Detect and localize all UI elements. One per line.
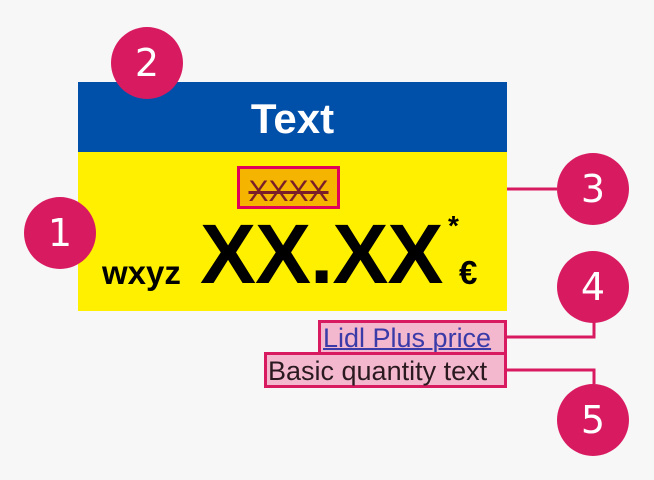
- main-price: XX.XX: [200, 207, 443, 301]
- price-tag: Text XXXX wxyz XX.XX * €: [78, 82, 507, 311]
- unit-label: wxyz: [102, 254, 181, 291]
- callout-3: 3: [557, 153, 629, 225]
- old-price: XXXX: [248, 175, 329, 208]
- basic-quantity-label: Basic quantity text: [264, 352, 507, 388]
- currency-symbol: €: [459, 254, 478, 291]
- price-asterisk: *: [448, 210, 459, 241]
- basic-quantity-text: Basic quantity text: [268, 356, 488, 386]
- connector-4: [507, 322, 596, 339]
- callout-4: 4: [557, 251, 629, 323]
- old-price-box: XXXX: [237, 166, 340, 209]
- header-title: Text: [250, 95, 335, 142]
- price-tag-body: XXXX wxyz XX.XX * €: [78, 152, 507, 311]
- connector-5: [507, 368, 596, 384]
- callout-1: 1: [24, 197, 96, 269]
- lidl-plus-price-label[interactable]: Lidl Plus price: [318, 320, 507, 355]
- lidl-plus-price-link[interactable]: Lidl Plus price: [323, 323, 492, 353]
- callout-2: 2: [111, 27, 183, 99]
- callout-5: 5: [557, 384, 629, 456]
